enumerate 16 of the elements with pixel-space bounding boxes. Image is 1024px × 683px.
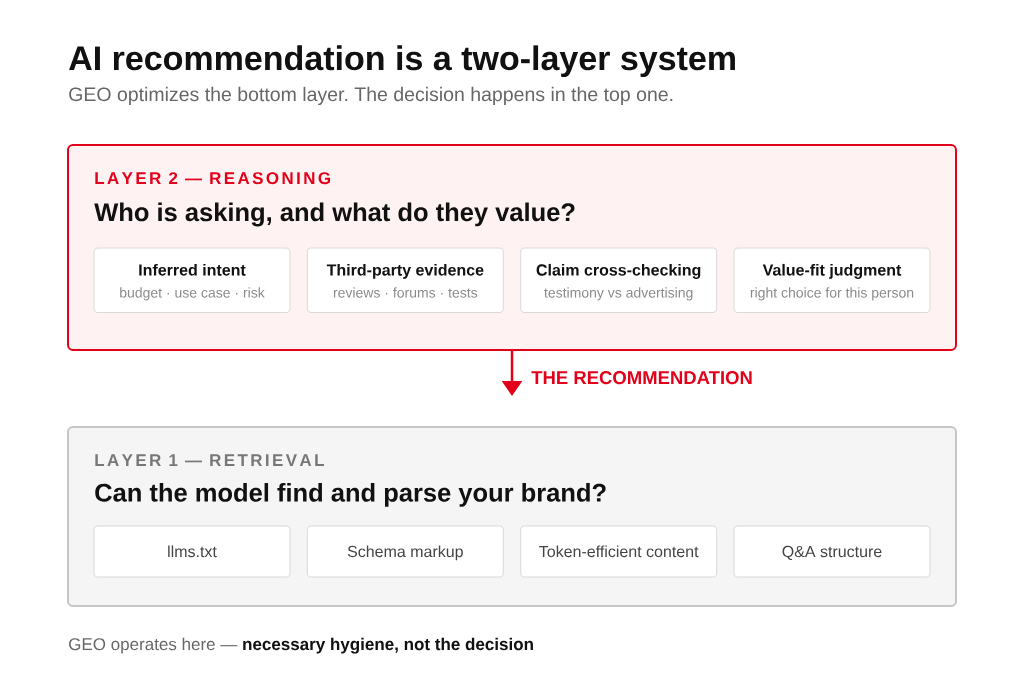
card: Q&A structure [733, 525, 931, 578]
panel-heading: Can the model find and parse your brand? [95, 483, 606, 507]
card: llms.txt [93, 525, 291, 578]
layer-label: LAYER 1 — RETRIEVAL [95, 454, 324, 466]
card: Value-fit judgment right choice for this person [733, 247, 931, 313]
card: Third-party evidence reviews · forums · tests [306, 247, 504, 313]
card: Schema markup [306, 525, 504, 578]
layer-label: LAYER 2 — REASONING [95, 172, 331, 185]
card: Claim cross-checking testimony vs advertising [520, 247, 718, 313]
footnote: GEO operates here — necessary hygiene, not the decision [69, 637, 533, 654]
title: AI recommendation is a two-layer system [69, 45, 735, 78]
subtitle: GEO optimizes the bottom layer. The decision happens in the top one. [69, 86, 673, 106]
card: Token-efficient content [520, 525, 718, 578]
edge-label: THE RECOMMENDATION [531, 371, 752, 385]
card: Inferred intent budget · use case · risk [93, 247, 291, 313]
panel-heading: Who is asking, and what do they value? [94, 202, 575, 227]
